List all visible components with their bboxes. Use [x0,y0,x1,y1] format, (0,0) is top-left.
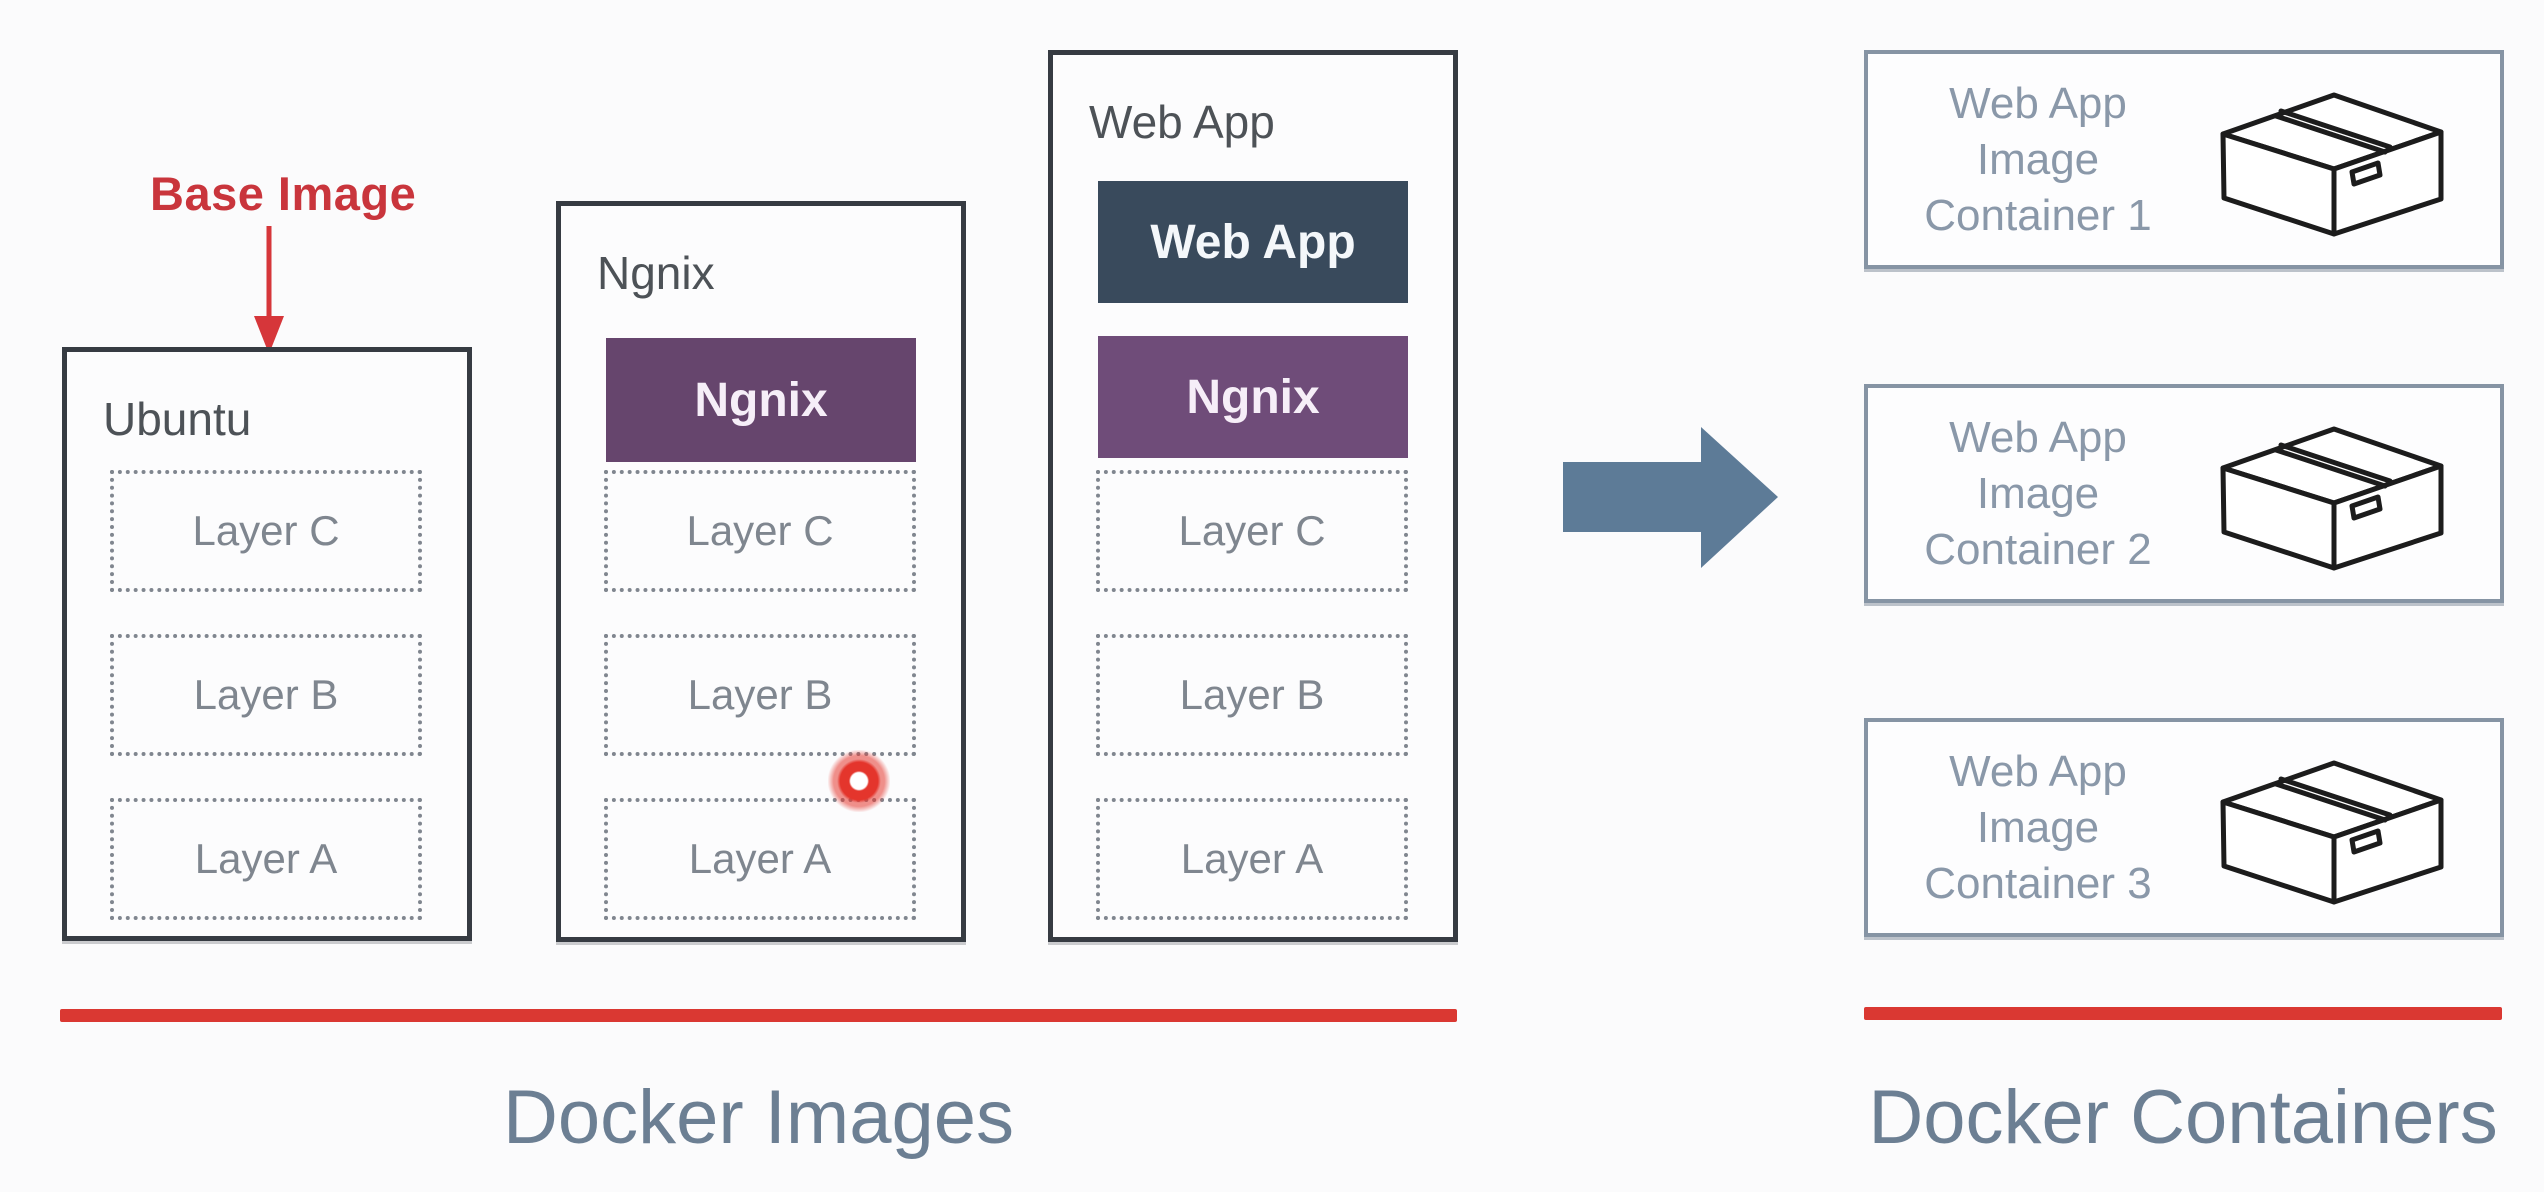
layer-box-ubuntu-c: Layer C [110,470,422,592]
layer-box-ubuntu-b: Layer B [110,634,422,756]
image-box-title-ngnix: Ngnix [597,247,715,299]
container-label-line: Web App [1949,412,2127,462]
layer-label: Layer B [687,671,833,718]
layer-box-webapp-c: Layer C [1096,470,1408,592]
layer-label: Layer A [688,835,832,882]
layer-box-webapp-a: Layer A [1096,798,1408,920]
stack-block-label: Web App [1150,215,1356,269]
layer-box-webapp-b: Layer B [1096,634,1408,756]
container-label-line: Image [1976,134,2100,184]
down-arrow-icon [254,226,284,354]
package-box-icon [2216,758,2448,908]
layer-label: Layer A [194,835,338,882]
containers-underline [1864,1007,2502,1020]
container-label-2: Web App Image Container 2 [1888,388,2188,599]
docker-images-caption: Docker Images [502,1074,1015,1160]
container-label-line: Container 3 [1924,858,2152,908]
layer-label: Layer C [686,507,834,554]
container-label-line: Image [1976,468,2100,518]
base-image-label: Base Image [150,167,417,220]
container-label-1: Web App Image Container 1 [1888,54,2188,265]
layer-label: Layer B [193,671,339,718]
container-label-3: Web App Image Container 3 [1888,722,2188,933]
layer-label: Layer C [192,507,340,554]
layer-label: Layer C [1178,507,1326,554]
package-box-icon [2216,90,2448,240]
image-box-title-ubuntu: Ubuntu [103,393,252,445]
container-label-line: Web App [1949,746,2127,796]
stack-block-label: Ngnix [694,373,828,427]
layer-label: Layer B [1179,671,1325,718]
layer-label: Layer A [1180,835,1324,882]
image-box-ngnix: Ngnix [556,201,966,942]
container-label-line: Image [1976,802,2100,852]
stack-block-label: Ngnix [1186,370,1320,424]
right-arrow-icon [1563,427,1778,568]
container-box-2: Web App Image Container 2 [1864,384,2504,603]
stack-block-webapp: Web App [1098,181,1408,303]
images-underline [60,1009,1457,1022]
package-box-icon [2216,424,2448,574]
layer-box-ubuntu-a: Layer A [110,798,422,920]
container-label-line: Container 2 [1924,524,2152,574]
layer-box-ngnix-b: Layer B [604,634,916,756]
container-box-3: Web App Image Container 3 [1864,718,2504,937]
stack-block-ngnix-middle: Ngnix [606,338,916,462]
image-box-ubuntu: Ubuntu [62,347,472,941]
layer-box-ngnix-a: Layer A [604,798,916,920]
layer-box-ngnix-c: Layer C [604,470,916,592]
image-box-title-webapp: Web App [1089,96,1275,148]
stack-block-ngnix-webapp: Ngnix [1098,336,1408,458]
docker-containers-caption: Docker Containers [1868,1074,2498,1160]
click-indicator-dot [828,750,890,812]
container-label-line: Container 1 [1924,190,2152,240]
container-box-1: Web App Image Container 1 [1864,50,2504,269]
container-label-line: Web App [1949,78,2127,128]
